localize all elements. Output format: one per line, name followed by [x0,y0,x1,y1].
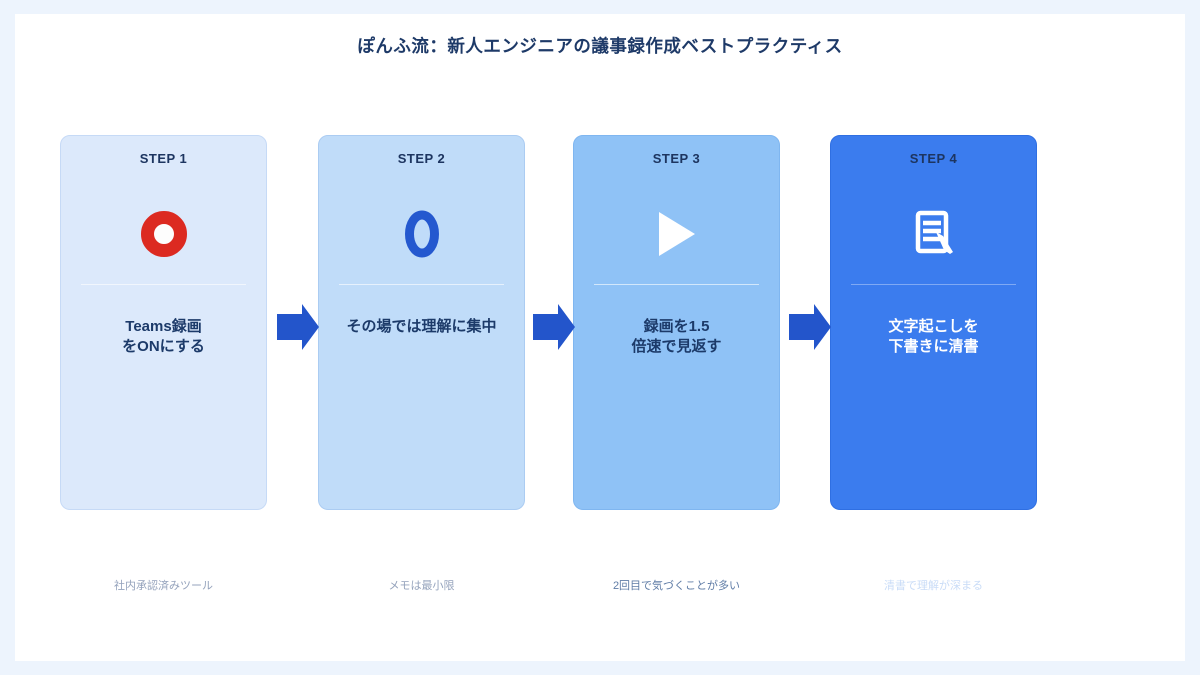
divider [594,284,759,285]
step-card-1: STEP 1 Teams録画 をONにする 社内承認済みツール [60,135,267,592]
step-3-note: 2回目で気づくことが多い [612,580,741,592]
step-2-note: メモは最小限 [388,580,455,592]
step-4-label: STEP 4 [909,151,958,166]
step-card-4: STEP 4 文字起こしを 下書きに清書 清書で理解が深まる [830,135,1037,592]
play-icon [658,212,695,256]
step-card-3: STEP 3 録画を1.5 倍速で見返す 2回目で気づくことが多い [573,135,780,592]
arrow-right-icon [277,304,319,350]
divider [851,284,1016,285]
step-3-title: 録画を1.5 倍速で見返す [631,318,722,355]
oval-ring-icon [404,210,439,258]
step-3-label: STEP 3 [652,151,701,166]
step-1-title: Teams録画 をONにする [122,318,205,355]
arrow-right-icon [533,304,575,350]
step-card-2: STEP 2 その場では理解に集中 メモは最小限 [318,135,525,592]
page-title: ぽんふ流：新人エンジニアの議事録作成ベストプラクティス [357,36,843,56]
record-icon [140,211,187,257]
memo-pen-icon [915,210,953,254]
divider [339,284,504,285]
step-4-title: 文字起こしを 下書きに清書 [888,318,979,355]
step-2-title: その場では理解に集中 [346,318,497,335]
divider [81,284,246,285]
step-1-note: 社内承認済みツール [114,580,213,592]
arrow-right-icon [789,304,831,350]
step-4-note: 清書で理解が深まる [884,580,983,592]
step-2-label: STEP 2 [397,151,446,166]
step-1-label: STEP 1 [139,151,188,166]
